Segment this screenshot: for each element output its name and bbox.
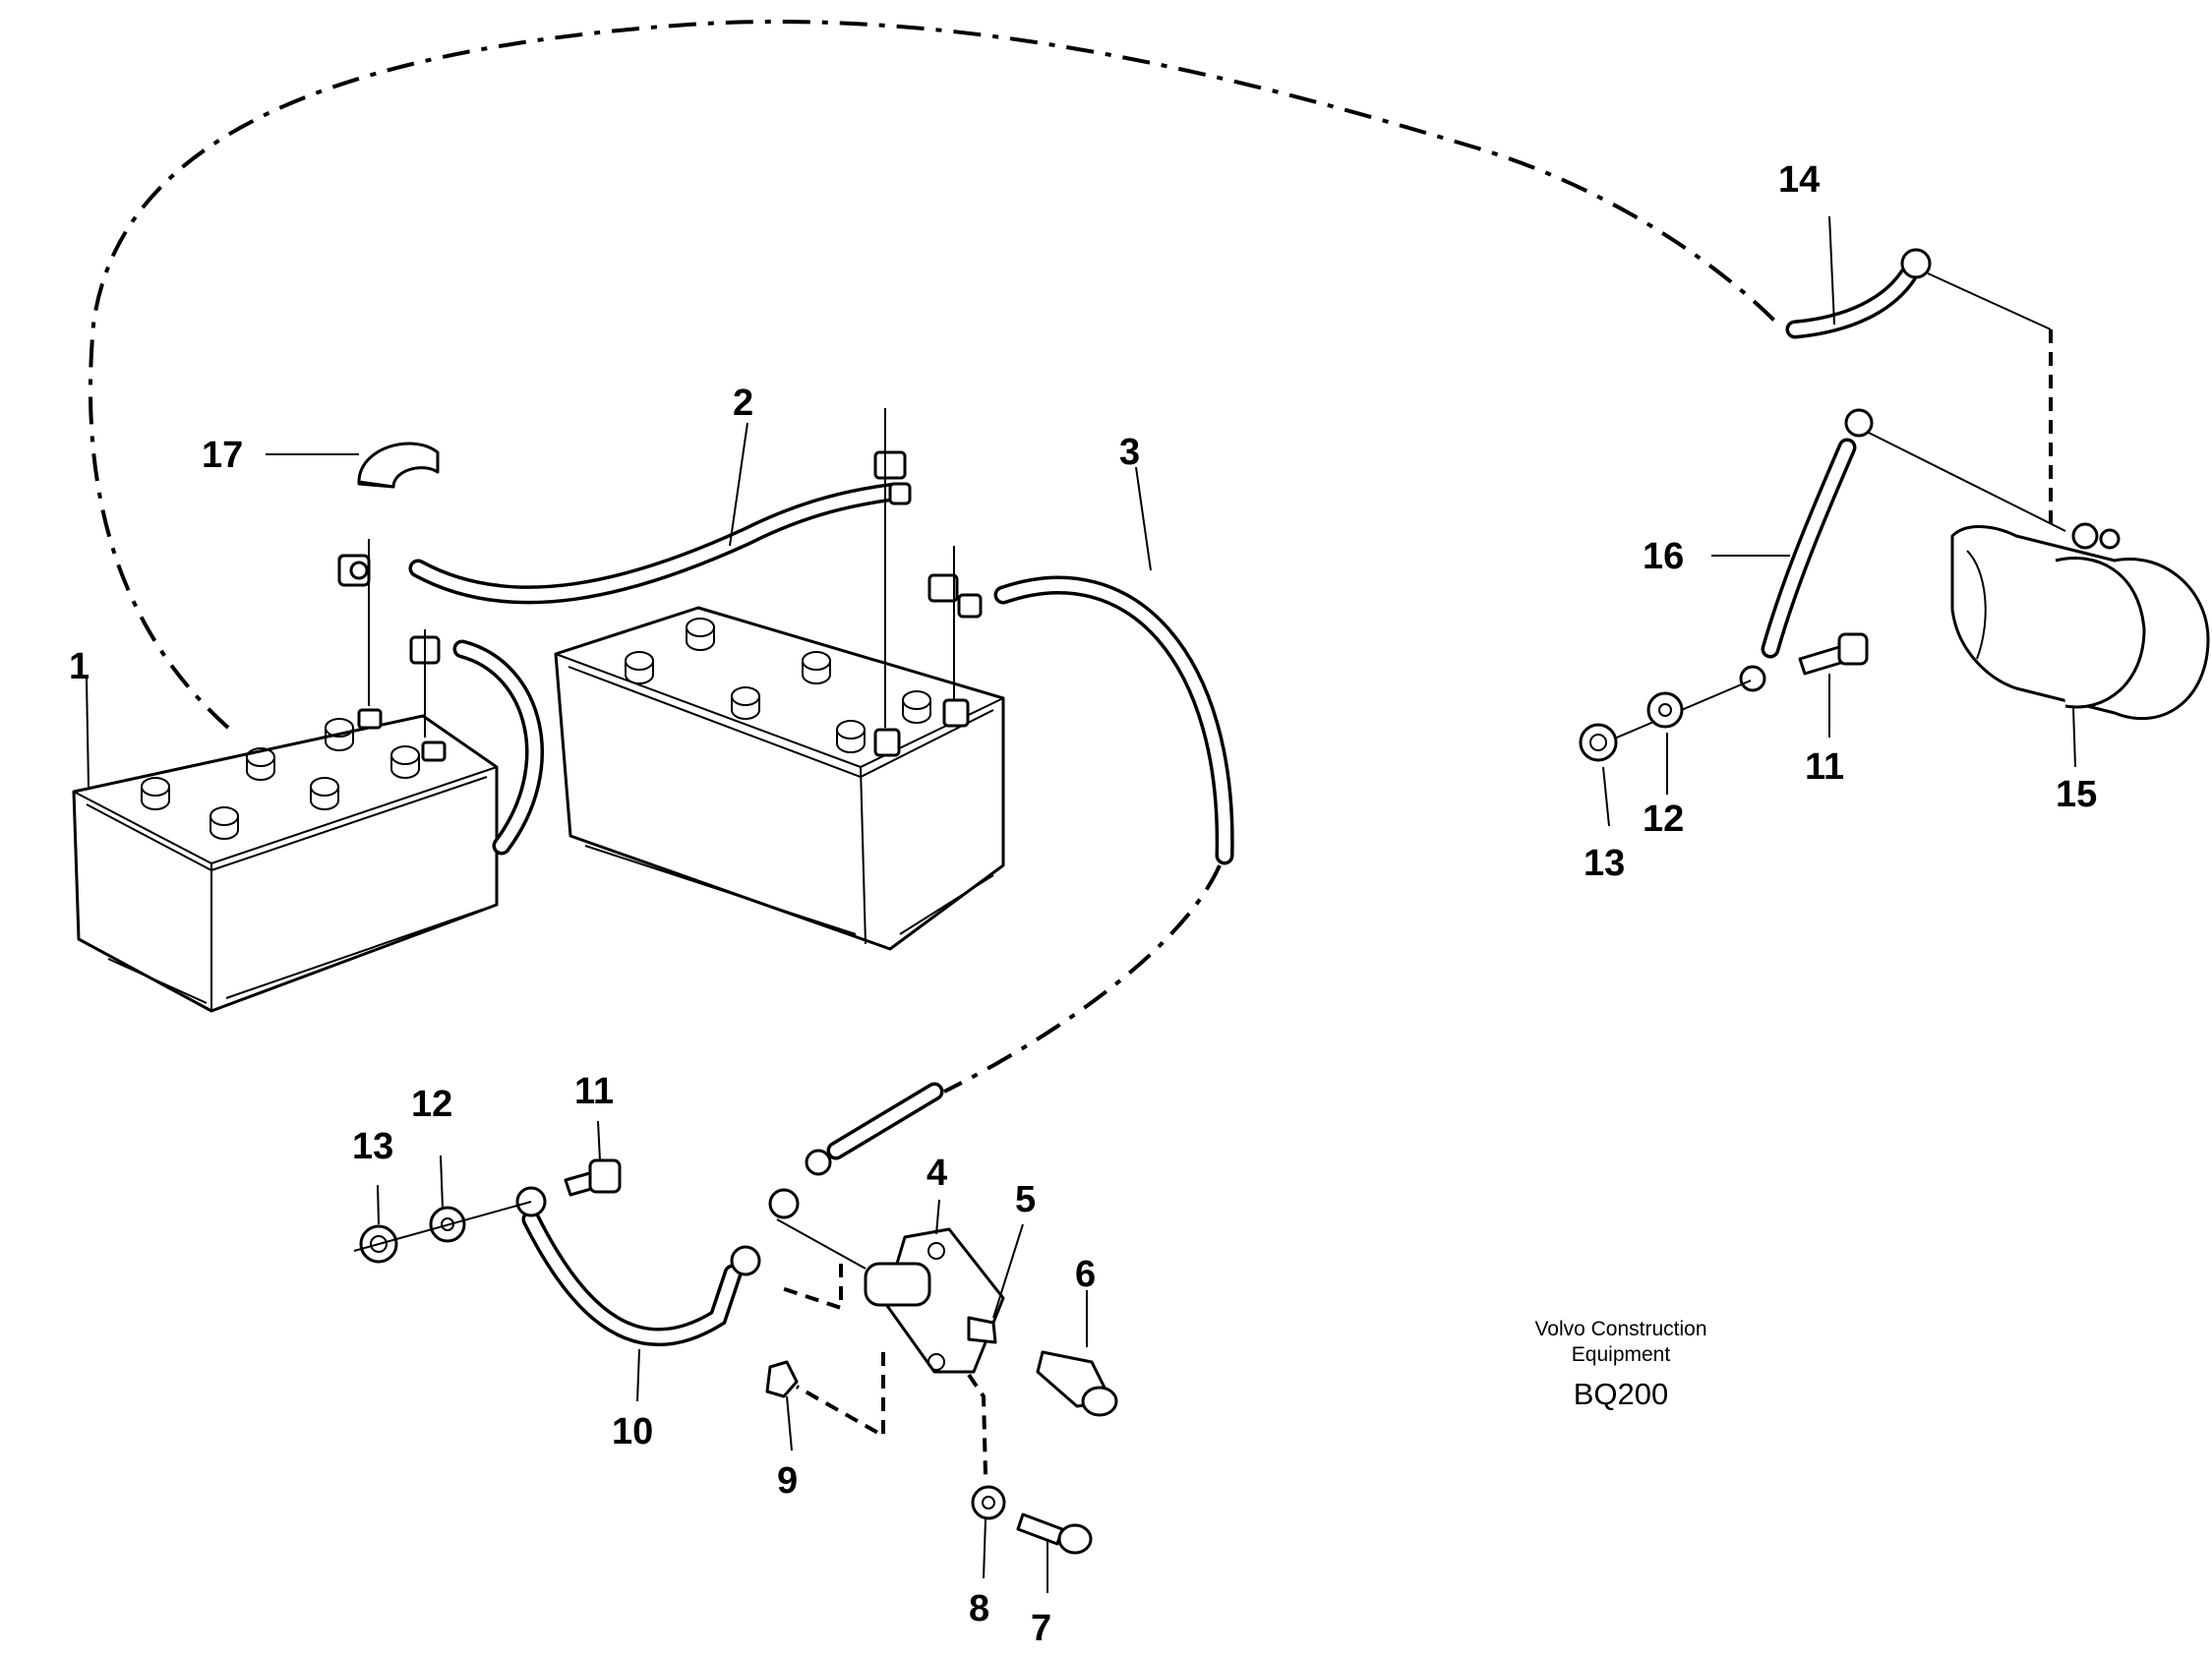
cable-solenoid-ground <box>515 1186 761 1346</box>
callout-7: 7 <box>1031 1608 1051 1649</box>
hardware-set-right <box>1579 632 1869 762</box>
brand-line-1: Volvo Construction <box>1534 1318 1706 1340</box>
callout-12-right: 12 <box>1643 799 1684 840</box>
callout-8: 8 <box>969 1588 989 1629</box>
callout-14: 14 <box>1778 159 1820 201</box>
brand-line-2: Equipment <box>1572 1343 1671 1366</box>
cable-starter-top <box>1785 248 1932 339</box>
callout-16: 16 <box>1643 536 1684 577</box>
callout-17: 17 <box>202 435 243 476</box>
diagram-code: BQ200 <box>1574 1377 1669 1411</box>
callout-4: 4 <box>927 1153 947 1194</box>
callout-2: 2 <box>733 383 753 424</box>
cable-starter-ground <box>1597 408 2066 746</box>
callout-3: 3 <box>1119 432 1140 473</box>
callout-1: 1 <box>69 646 90 687</box>
terminal-clamp-left <box>337 554 371 587</box>
callout-leaders <box>86 215 2076 1593</box>
callout-10: 10 <box>612 1411 653 1452</box>
solenoid-assembly <box>776 1218 1118 1417</box>
callout-13-left: 13 <box>352 1126 393 1167</box>
callout-13-right: 13 <box>1584 843 1625 884</box>
callout-11-right: 11 <box>1805 746 1844 788</box>
battery-left <box>72 708 499 1013</box>
hardware-set-left <box>353 1158 622 1264</box>
terminal-cover <box>357 442 440 489</box>
callout-15: 15 <box>2056 774 2097 815</box>
callout-12-left: 12 <box>411 1084 452 1125</box>
callout-6: 6 <box>1075 1254 1096 1295</box>
callout-9: 9 <box>777 1460 798 1502</box>
cable-jumper-left <box>409 635 544 856</box>
hardware-lower <box>765 1352 1093 1555</box>
battery-right <box>554 606 1005 951</box>
cable-battery-link <box>337 450 912 605</box>
starter-motor <box>1927 272 2210 721</box>
callout-5: 5 <box>1015 1179 1036 1220</box>
callout-11-left: 11 <box>574 1071 614 1112</box>
dashed-cable-route-main <box>88 20 1782 730</box>
cable-main-long <box>768 573 1234 1219</box>
